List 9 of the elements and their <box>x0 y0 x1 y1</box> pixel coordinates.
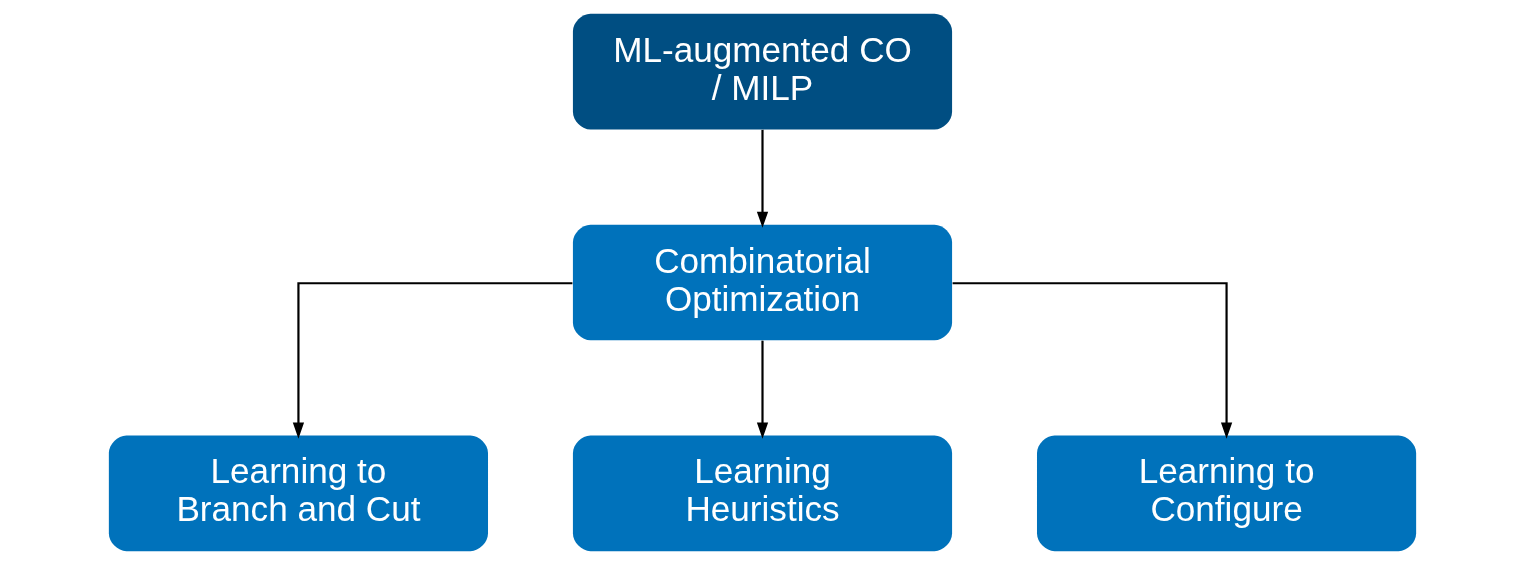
node-box: Learning to Configure <box>1036 435 1416 552</box>
arrow <box>952 282 1232 439</box>
arrow <box>292 282 572 439</box>
arrow <box>756 129 768 228</box>
node-box: ML-augmented CO / MILP <box>572 13 952 130</box>
node-box: Learning to Branch and Cut <box>108 435 488 552</box>
node-box: Combinatorial Optimization <box>572 224 952 341</box>
arrow <box>756 340 768 439</box>
node-box: Learning Heuristics <box>572 435 952 552</box>
